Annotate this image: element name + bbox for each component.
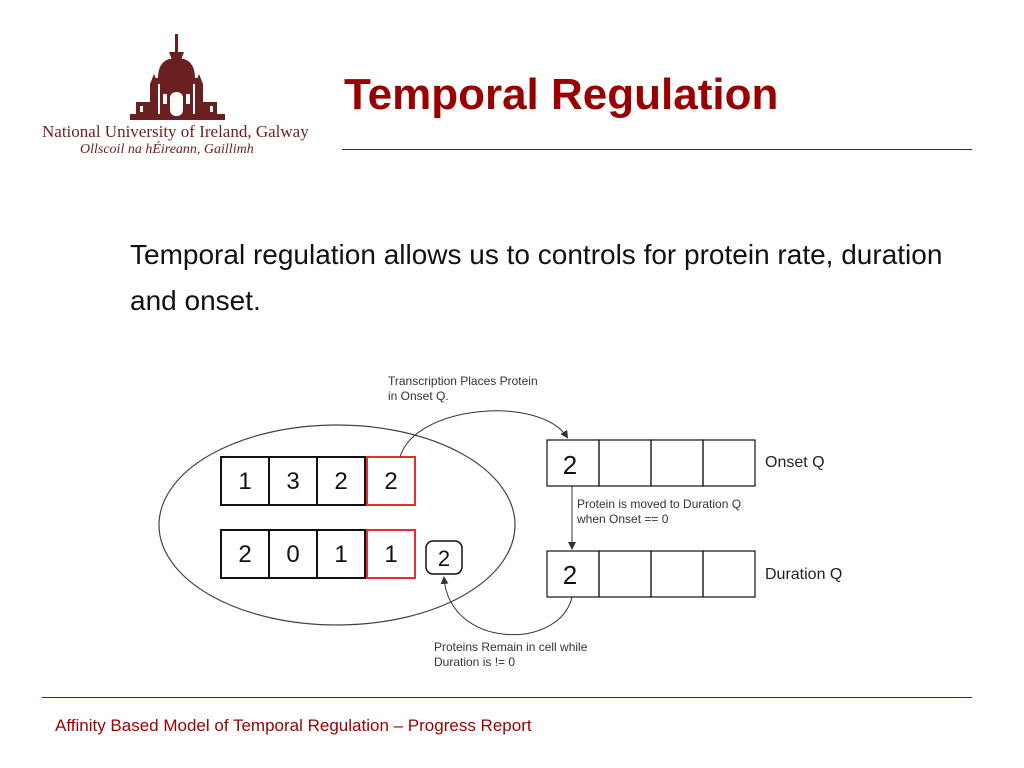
- cell-slot-highlighted: [366, 529, 416, 579]
- cell-row-1: 1 3 2 2: [220, 456, 416, 506]
- cell-value: 1: [238, 468, 251, 495]
- queue-slot: [702, 550, 756, 598]
- cell-slot-highlighted: [366, 456, 416, 506]
- university-name-irish: Ollscoil na hÉireann, Gaillimh: [80, 142, 254, 157]
- moved-annotation-line1: Protein is moved to Duration Q: [577, 497, 741, 511]
- remain-annotation-line1: Proteins Remain in cell while: [434, 640, 588, 654]
- body-paragraph: Temporal regulation allows us to control…: [130, 239, 943, 316]
- cell-value: 2: [238, 541, 251, 568]
- cell-row-2: 2 0 1 1: [220, 529, 416, 579]
- queue-slot: [598, 439, 652, 487]
- footer-text: Affinity Based Model of Temporal Regulat…: [55, 716, 532, 735]
- footer-divider: [42, 697, 972, 698]
- duration-queue-label: Duration Q: [765, 566, 842, 583]
- loose-protein-token: 2: [425, 540, 463, 575]
- cell-value: 3: [286, 468, 299, 495]
- university-name: National University of Ireland, Galway: [42, 122, 309, 141]
- cell-value: 1: [334, 541, 347, 568]
- transcription-annotation-line2: in Onset Q.: [388, 389, 449, 403]
- transcription-arrow: [399, 410, 569, 458]
- queue-slot: [650, 439, 704, 487]
- temporal-regulation-diagram: 1 3 2 2 2 0 1 1 2 2 Onset Q 2 Duration Q: [158, 374, 842, 669]
- university-logo: [130, 34, 225, 120]
- cell-value: 2: [334, 468, 347, 495]
- queue-value: 2: [563, 560, 577, 590]
- cell-ellipse: [158, 424, 516, 626]
- cell-value: 2: [384, 468, 397, 495]
- cell-slot: [316, 529, 366, 579]
- title-divider: [342, 149, 972, 150]
- queue-slot: [650, 550, 704, 598]
- cell-value: 0: [286, 541, 299, 568]
- loose-protein-value: 2: [438, 546, 450, 571]
- transcription-annotation-line1: Transcription Places Protein: [388, 374, 538, 388]
- cell-slot: [316, 456, 366, 506]
- onset-queue: 2 Onset Q: [546, 439, 825, 487]
- duration-queue: 2 Duration Q: [546, 550, 842, 598]
- queue-slot: [598, 550, 652, 598]
- queue-slot: [702, 439, 756, 487]
- queue-value: 2: [563, 450, 577, 480]
- remain-arrow: [440, 576, 573, 636]
- slide-title: Temporal Regulation: [344, 70, 779, 119]
- remain-annotation-line2: Duration is != 0: [434, 655, 515, 669]
- moved-annotation-line2: when Onset == 0: [576, 512, 669, 526]
- onset-queue-label: Onset Q: [765, 454, 825, 471]
- cell-value: 1: [384, 541, 397, 568]
